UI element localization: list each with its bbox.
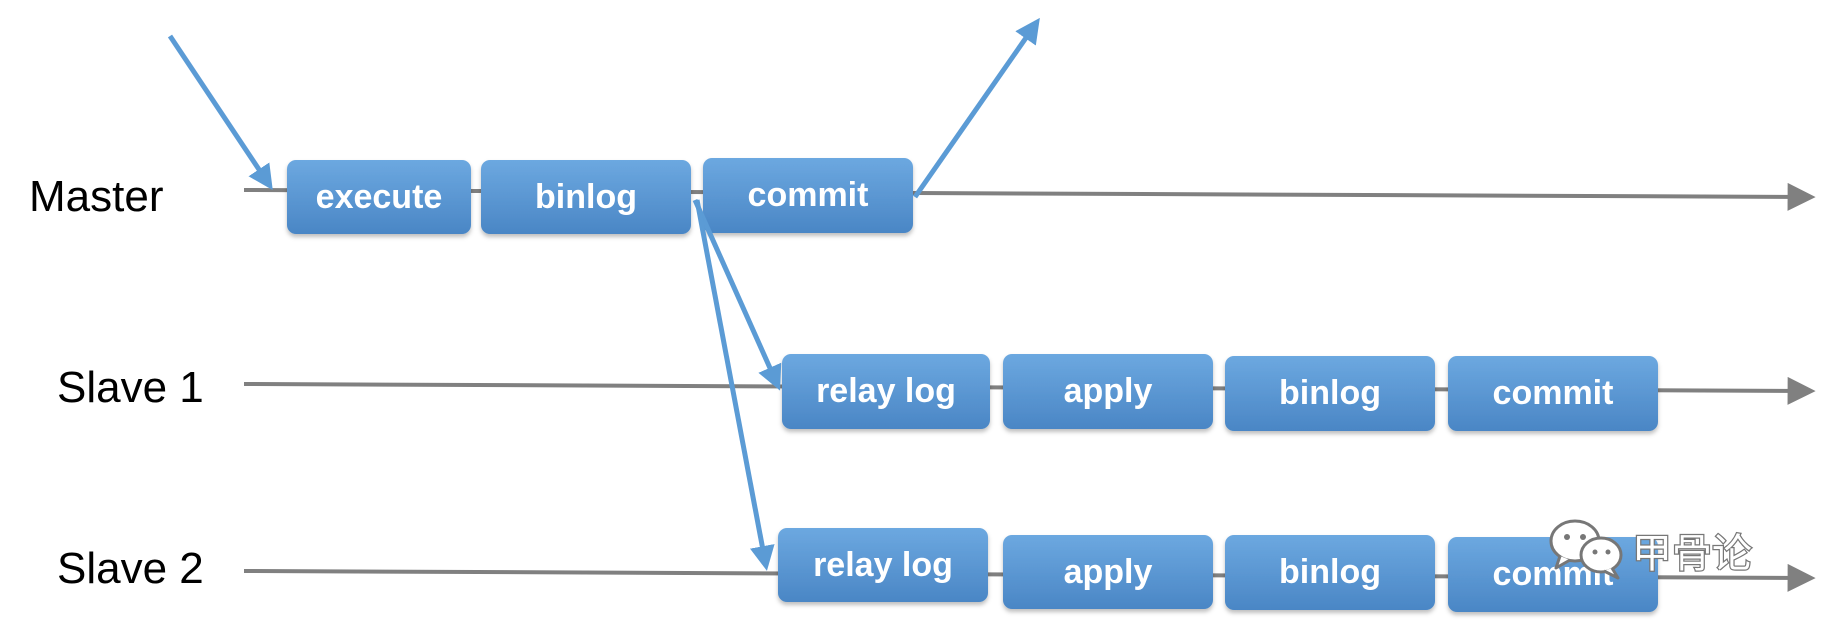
slave1-step-binlog: binlog — [1225, 356, 1435, 431]
svg-text:apply: apply — [1064, 553, 1153, 591]
slave1-step-apply: apply — [1003, 354, 1213, 429]
master-step-execute: execute — [287, 160, 471, 234]
svg-text:binlog: binlog — [1279, 553, 1381, 591]
slave1-step-relay-log: relay log — [782, 354, 990, 429]
binlog-to-slave1-arrow — [692, 198, 782, 391]
watermark: 甲骨论 — [1549, 519, 1753, 580]
svg-text:execute: execute — [316, 178, 443, 216]
watermark-text: 甲骨论 — [1632, 531, 1752, 577]
slave1-step-commit: commit — [1448, 356, 1658, 431]
response-arrow — [912, 17, 1040, 199]
master-step-commit: commit — [703, 158, 913, 233]
svg-text:commit: commit — [748, 176, 869, 214]
svg-text:binlog: binlog — [1279, 374, 1381, 412]
slave2-step-binlog: binlog — [1225, 535, 1435, 610]
slave2-step-apply: apply — [1003, 535, 1213, 609]
incoming-request-arrow — [167, 34, 273, 191]
master-step-binlog: binlog — [481, 160, 691, 234]
svg-text:relay log: relay log — [813, 546, 953, 584]
slave2-step-relay-log: relay log — [778, 528, 988, 602]
row-label-master: Master — [29, 172, 163, 221]
svg-text:apply: apply — [1064, 372, 1153, 410]
svg-text:commit: commit — [1493, 374, 1614, 412]
wechat-icon — [1549, 519, 1623, 580]
row-label-slave-1: Slave 1 — [57, 363, 204, 412]
row-label-slave-2: Slave 2 — [57, 544, 204, 593]
svg-text:relay log: relay log — [816, 372, 956, 410]
master-timeline — [243, 182, 1816, 211]
binlog-to-slave2-arrow — [694, 199, 775, 571]
svg-text:binlog: binlog — [535, 178, 637, 216]
